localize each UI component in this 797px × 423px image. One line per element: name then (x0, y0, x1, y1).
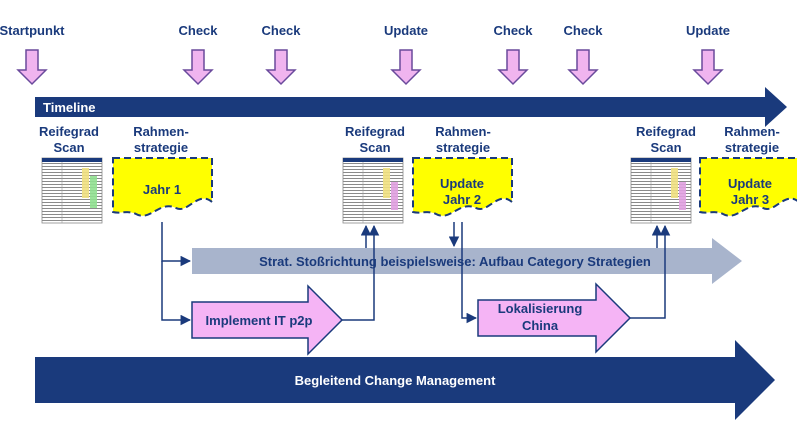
phase-3-scan-heading-line1: Reifegrad (636, 124, 696, 139)
marker-label-update-2: Update (686, 23, 730, 38)
phase-1-strategy-document (112, 157, 213, 217)
marker-arrow-check-2 (265, 49, 297, 86)
phase-1-strategy-heading-line2: strategie (134, 140, 188, 155)
marker-label-check-1: Check (178, 23, 218, 38)
initiative-lokalisierung-line1: Lokalisierung (498, 301, 583, 316)
phase-1-strategy-heading-line1: Rahmen- (133, 124, 189, 139)
phase-1-scan-heading-line1: Reifegrad (39, 124, 99, 139)
marker-arrow-check-1 (182, 49, 214, 86)
phase-2-scan-heading-line2: Scan (359, 140, 390, 155)
phase-3-strategy-document (699, 157, 797, 217)
initiative-implement-it-p2p-line1: Implement IT p2p (206, 313, 313, 328)
phase-1-document-line1: Jahr 1 (143, 182, 181, 197)
marker-label-update-1: Update (384, 23, 428, 38)
initiative-lokalisierung-line2: China (522, 318, 559, 333)
phase-1-scan-heading-line2: Scan (53, 140, 84, 155)
connector-lokalisierung-to-scan3 (630, 224, 671, 319)
marker-label-check-2: Check (261, 23, 301, 38)
strategy-direction-label: Strat. Stoßrichtung beispielsweise: Aufb… (259, 254, 651, 269)
phase-3-strategy-heading-line2: strategie (725, 140, 779, 155)
marker-label-check-3: Check (493, 23, 533, 38)
connector-it-p2p-to-scan2 (342, 224, 380, 321)
phase-2-document-line1: Update (440, 176, 484, 191)
phase-2-document-line2: Jahr 2 (443, 192, 481, 207)
connector-doc2-to-lokalisierung (461, 222, 478, 324)
connector-doc1-to-strategy (161, 222, 192, 267)
strategy-direction-arrow (192, 238, 742, 284)
phase-3-document-line2: Jahr 3 (731, 192, 769, 207)
change-management-label: Begleitend Change Management (295, 373, 496, 388)
timeline-arrow (35, 87, 787, 127)
change-management-arrow (35, 340, 775, 420)
marker-arrow-update-2 (692, 49, 724, 86)
marker-label-startpunkt: Startpunkt (0, 23, 65, 38)
phase-2-strategy-heading-line2: strategie (436, 140, 490, 155)
phase-1-scan-thumbnail (41, 157, 103, 224)
marker-arrow-check-4 (567, 49, 599, 86)
timeline-label: Timeline (43, 100, 96, 115)
marker-arrow-startpunkt (16, 49, 48, 86)
marker-label-check-4: Check (563, 23, 603, 38)
connector-doc1-to-it-p2p (161, 261, 192, 326)
initiative-implement-it-p2p (191, 284, 344, 356)
phase-3-scan-heading-line2: Scan (650, 140, 681, 155)
phase-3-strategy-heading-line1: Rahmen- (724, 124, 780, 139)
marker-arrow-update-1 (390, 49, 422, 86)
phase-2-scan-heading-line1: Reifegrad (345, 124, 405, 139)
phase-3-scan-thumbnail (630, 157, 692, 224)
marker-arrow-check-3 (497, 49, 529, 86)
initiative-lokalisierung-china (477, 282, 632, 354)
phase-2-strategy-heading-line1: Rahmen- (435, 124, 491, 139)
phase-2-strategy-document (412, 157, 513, 217)
phase-2-scan-thumbnail (342, 157, 404, 224)
phase-3-document-line1: Update (728, 176, 772, 191)
